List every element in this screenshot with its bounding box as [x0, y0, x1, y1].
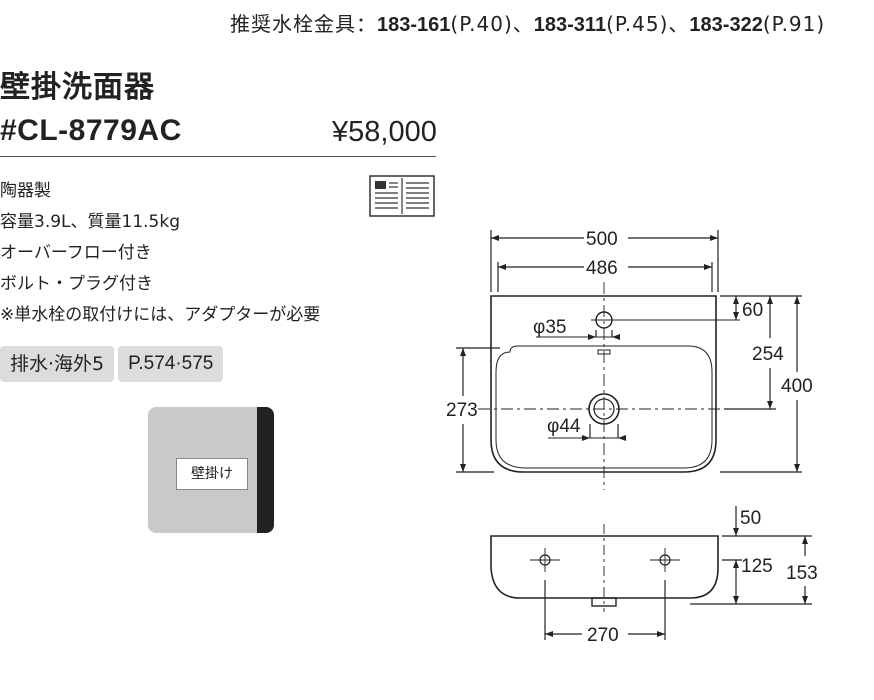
basin-top-outline — [490, 295, 717, 473]
recommended-faucets: 推奨水栓金具：183-161(P.40)、183-311(P.45)、183-3… — [230, 8, 825, 37]
dim-50: 50 — [740, 508, 761, 529]
spec-capacity: 容量3.9L、質量11.5kg — [0, 212, 180, 232]
dim-phi35: φ35 — [533, 317, 566, 338]
basin-side-outline — [490, 535, 719, 599]
bolt-hole-right — [659, 554, 671, 566]
bolt-hole-left — [539, 554, 551, 566]
overflow-slot — [597, 349, 611, 355]
wall-mount-label: 壁掛け — [176, 458, 248, 490]
open-book-icon[interactable] — [369, 175, 435, 217]
faucet-page-3: (P.91) — [762, 12, 826, 36]
spec-note: ※単水栓の取付けには、アダプターが必要 — [0, 305, 321, 325]
drain-hole — [588, 393, 620, 425]
spec-material: 陶器製 — [0, 181, 51, 201]
faucet-code-3[interactable]: 183-322 — [689, 14, 763, 36]
product-price: ¥58,000 — [332, 116, 437, 148]
dim-270: 270 — [587, 625, 619, 646]
faucet-code-2[interactable]: 183-311 — [533, 14, 607, 36]
recommend-label: 推奨水栓金具： — [230, 12, 377, 36]
dim-400: 400 — [781, 376, 813, 397]
spec-overflow: オーバーフロー付き — [0, 243, 152, 263]
wall-mount-icon: 壁掛け — [148, 407, 274, 533]
product-title: 壁掛洗面器 — [0, 70, 155, 105]
faucet-page-2: (P.45) — [606, 12, 669, 36]
faucet-code-1[interactable]: 183-161 — [377, 14, 451, 36]
divider — [0, 156, 436, 157]
separator: 、 — [512, 12, 534, 36]
separator: 、 — [668, 12, 690, 36]
dim-486: 486 — [586, 258, 618, 279]
dim-125: 125 — [741, 556, 773, 577]
drain-label: 排水·海外5 — [0, 346, 115, 382]
wall-bar — [257, 407, 274, 533]
basin-bowl-outline — [495, 345, 713, 469]
dim-phi44: φ44 — [547, 416, 581, 437]
dim-273: 273 — [446, 400, 478, 421]
drain-badge[interactable]: 排水·海外5 P.574·575 — [0, 346, 224, 382]
drain-pages: P.574·575 — [118, 346, 224, 382]
dim-60: 60 — [742, 300, 763, 321]
product-model: #CL-8779AC — [0, 114, 182, 147]
faucet-page-1: (P.40) — [450, 12, 513, 36]
dim-500: 500 — [586, 229, 618, 250]
dim-254: 254 — [752, 344, 784, 365]
dim-153: 153 — [786, 563, 818, 584]
spec-bolt: ボルト・プラグ付き — [0, 274, 153, 294]
drain-pipe — [591, 597, 617, 607]
